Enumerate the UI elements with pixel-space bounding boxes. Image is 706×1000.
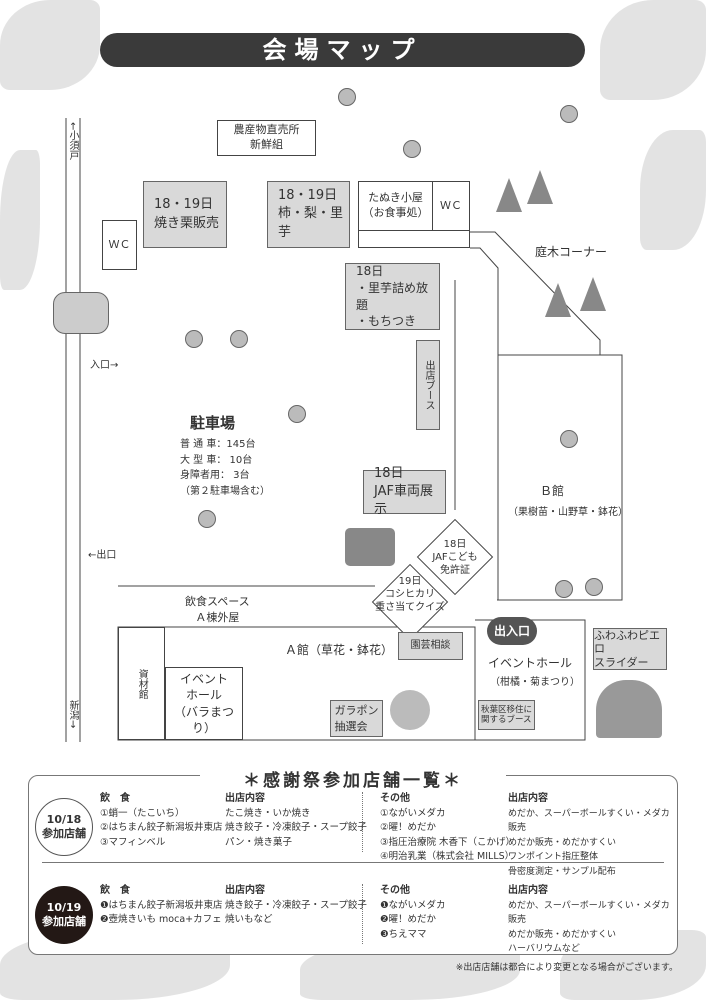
store-item: ③マフィンベル — [100, 836, 166, 848]
koshihikari-label: 19日 コシヒカリ 重さ当てクイズ — [375, 576, 445, 613]
road-label-niigata: 新潟→ — [67, 700, 78, 729]
family-illustration — [185, 330, 203, 348]
food-header: 飲 食 — [100, 885, 130, 896]
store-content: ハーバリウムなど — [508, 944, 580, 954]
store-item: ❸ちえママ — [380, 928, 427, 940]
event-hall-label: イベントホール — [488, 656, 573, 670]
family-illustration — [288, 405, 306, 423]
wc-2: ＷＣ — [432, 181, 470, 231]
badge-1018: 10/18 参加店舗 — [35, 798, 93, 856]
store-content: たこ焼き・いか焼き — [225, 807, 311, 819]
chokubai-booth: 農産物直売所 新鮮組 — [217, 120, 316, 156]
road-label-kosudo: ←小須戸 — [67, 122, 78, 161]
booth-area: 出店ブース — [416, 340, 440, 430]
parking-detail: 普 通 車：145台 大 型 車： 10台 身障者用： 3台 （第２駐車場含む） — [180, 439, 270, 497]
b-hall-sub: （果樹苗・山野草・鉢花） — [508, 507, 628, 518]
satoimo-booth: 18日 ・里芋詰め放題 ・もちつき — [345, 263, 440, 330]
event-hall-sub: （柑橘・菊まつり） — [490, 677, 580, 688]
wc-1: ＷＣ — [102, 220, 137, 270]
dining-space: 飲食スペース Ａ棟外屋 — [185, 595, 250, 624]
store-content: めだか販売・めだかすくい — [508, 929, 617, 940]
store-item: ①蛸一（たこいち） — [100, 807, 185, 819]
leaf-decoration — [640, 130, 706, 250]
farmer-illustration — [338, 88, 356, 106]
store-content: 焼いもなど — [225, 914, 273, 925]
lottery-machine-illustration — [390, 690, 430, 730]
tree-icon — [527, 170, 553, 204]
store-item: ②曜！めだか — [380, 822, 437, 833]
store-content: パン・焼き菓子 — [225, 836, 292, 848]
divider — [362, 884, 363, 944]
store-item: ④明治乳業（株式会社 MILLS） — [380, 851, 515, 862]
store-content: めだか、スーパーボールすくい・メダカ販売 — [508, 900, 670, 926]
store-item: ❷曜！めだか — [380, 914, 437, 925]
garapon-booth: ガラポン 抽選会 — [330, 700, 383, 737]
store-content: めだか販売・めだかすくい — [508, 837, 617, 848]
other-header: その他 — [380, 885, 410, 896]
parking-title: 駐車場 — [190, 414, 236, 432]
entrance-label: 入口→ — [90, 360, 119, 371]
b-hall-label: Ｂ館 — [540, 484, 565, 498]
page-title: 会場マップ — [100, 33, 585, 67]
gardener-illustration — [560, 430, 578, 448]
tanuki-restaurant: たぬき小屋 （お食事処） — [358, 181, 433, 231]
divider — [42, 862, 664, 863]
kaki-booth: 18・19日 柿・梨・里芋 — [267, 181, 350, 248]
store-item: ❶はちまん餃子新潟坂井東店 — [100, 899, 223, 911]
slider-illustration — [596, 680, 662, 738]
footnote: ※出店店舗は都合により変更となる場合がございます。 — [455, 963, 678, 973]
store-content: 焼き餃子・冷凍餃子・スープ餃子 — [225, 899, 367, 911]
jaf-truck-illustration — [345, 528, 395, 566]
niwaki-corner: 庭木コーナー — [535, 245, 608, 259]
children-illustration — [555, 580, 573, 598]
a-hall-label: Ａ館（草花・鉢花） — [285, 643, 394, 657]
yakiguri-booth: 18・19日 焼き栗販売 — [143, 181, 227, 248]
store-item: ❶ながいメダカ — [380, 899, 446, 911]
tree-icon — [496, 178, 522, 212]
badge-1019: 10/19 参加店舗 — [35, 886, 93, 944]
store-content: ワンポイント指圧整体 — [508, 852, 599, 862]
food-header: 飲 食 — [100, 793, 130, 804]
event-hall-a: イベント ホール （バラまつり） — [165, 667, 243, 740]
divider — [362, 792, 363, 852]
store-content: 焼き餃子・冷凍餃子・スープ餃子 — [225, 822, 367, 833]
content-header: 出店内容 — [225, 793, 265, 804]
shizai-hall: 資材館 — [118, 627, 165, 740]
store-item: ①ながいメダカ — [380, 807, 446, 819]
store-item: ❷壺焼きいも moca+カフェ — [100, 914, 222, 925]
store-content: 骨密度測定・サンプル配布 — [508, 866, 616, 877]
leaf-decoration — [0, 150, 40, 290]
leaf-decoration — [600, 0, 706, 100]
entrance-exit-badge: 出入口 — [487, 617, 537, 645]
tree-icon — [580, 277, 606, 311]
family-illustration — [560, 105, 578, 123]
store-item: ②はちまん餃子新潟坂井東店 — [100, 822, 223, 833]
content-header: 出店内容 — [508, 793, 548, 804]
jaf-kids-label: 18日 JAFこども 免許証 — [432, 539, 478, 576]
couple-illustration — [198, 510, 216, 528]
cook-illustration — [403, 140, 421, 158]
store-list-title: ＊感謝祭参加店舗一覧＊ — [200, 766, 506, 791]
slider-attraction: ふわふわピエロ スライダー — [593, 628, 667, 670]
leaf-decoration — [0, 0, 100, 90]
akiha-booth: 秋葉区移住に 関するブース — [478, 700, 535, 730]
content-header: 出店内容 — [225, 885, 265, 896]
content-header: 出店内容 — [508, 885, 548, 896]
tanuki-annex — [358, 230, 470, 248]
engei-booth: 園芸相談 — [398, 632, 463, 660]
store-content: めだか、スーパーボールすくい・メダカ販売 — [508, 808, 670, 834]
family-illustration — [230, 330, 248, 348]
car-illustration — [53, 292, 109, 334]
other-header: その他 — [380, 793, 410, 804]
store-item: ③指圧治療院 木香下（こかげ） — [380, 836, 516, 848]
children-illustration — [585, 578, 603, 596]
tree-icon — [545, 283, 571, 317]
jaf-display: 18日 JAF車両展示 — [363, 466, 446, 517]
exit-label: ←出口 — [88, 550, 117, 561]
